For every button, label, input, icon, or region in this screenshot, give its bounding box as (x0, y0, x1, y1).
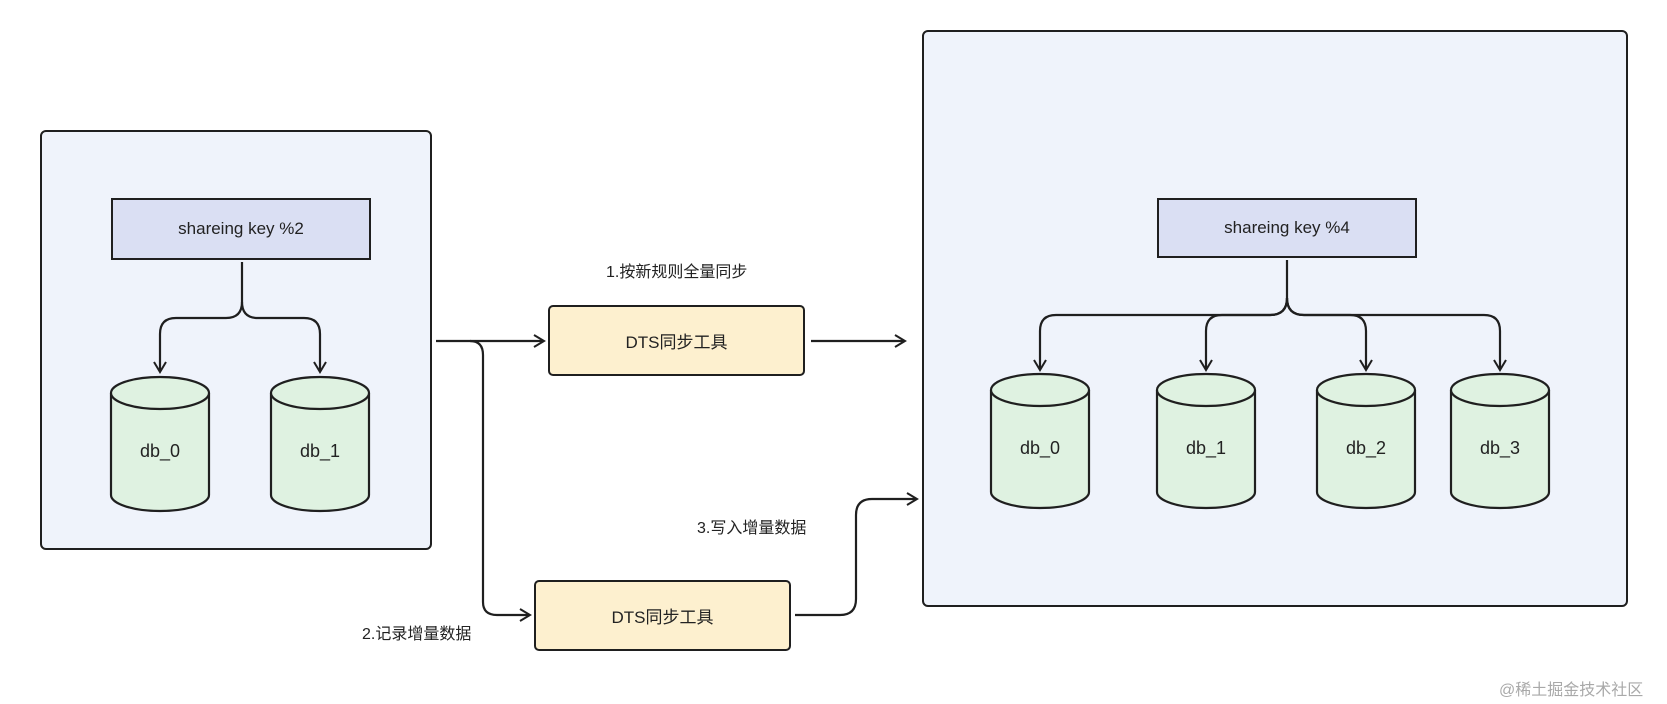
step3-label: 3.写入增量数据 (697, 520, 807, 537)
arrow-source-to-incremental (469, 339, 532, 622)
source-database-label: db_1 (300, 441, 340, 462)
target-tree-connector-db1 (1199, 297, 1289, 372)
target-sharding-rule-label: shareing key %4 (1224, 218, 1350, 237)
target-database-db-1: db_1 (1155, 372, 1257, 510)
target-database-db-3: db_3 (1449, 372, 1551, 510)
target-sharding-rule-box: shareing key %4 (1157, 198, 1417, 258)
step1-label: 1.按新规则全量同步 (606, 264, 748, 281)
source-sharding-rule-box: shareing key %2 (111, 198, 371, 260)
dts-tool-incremental: DTS同步工具 (534, 580, 791, 651)
source-database-label: db_0 (140, 441, 180, 462)
dts-tool-full-sync-label: DTS同步工具 (625, 333, 728, 352)
dts-tool-incremental-label: DTS同步工具 (611, 608, 714, 627)
source-tree-connector-right (240, 301, 327, 374)
target-database-label: db_1 (1186, 438, 1226, 459)
target-cluster-panel (922, 30, 1628, 607)
target-database-label: db_3 (1480, 438, 1520, 459)
arrow-incremental-to-target (795, 492, 919, 617)
target-database-label: db_2 (1346, 438, 1386, 459)
target-database-label: db_0 (1020, 438, 1060, 459)
target-tree-connector-db2 (1285, 297, 1373, 372)
target-database-db-2: db_2 (1315, 372, 1417, 510)
step2-label: 2.记录增量数据 (362, 626, 472, 643)
target-database-db-0: db_0 (989, 372, 1091, 510)
source-database-db-0: db_0 (109, 375, 211, 513)
source-sharding-rule-label: shareing key %2 (178, 219, 304, 238)
dts-tool-full-sync: DTS同步工具 (548, 305, 805, 376)
source-database-db-1: db_1 (269, 375, 371, 513)
source-tree-connector (153, 262, 244, 374)
target-tree-connector-db3 (1285, 297, 1507, 372)
watermark: @稀土掘金技术社区 (1499, 682, 1644, 699)
